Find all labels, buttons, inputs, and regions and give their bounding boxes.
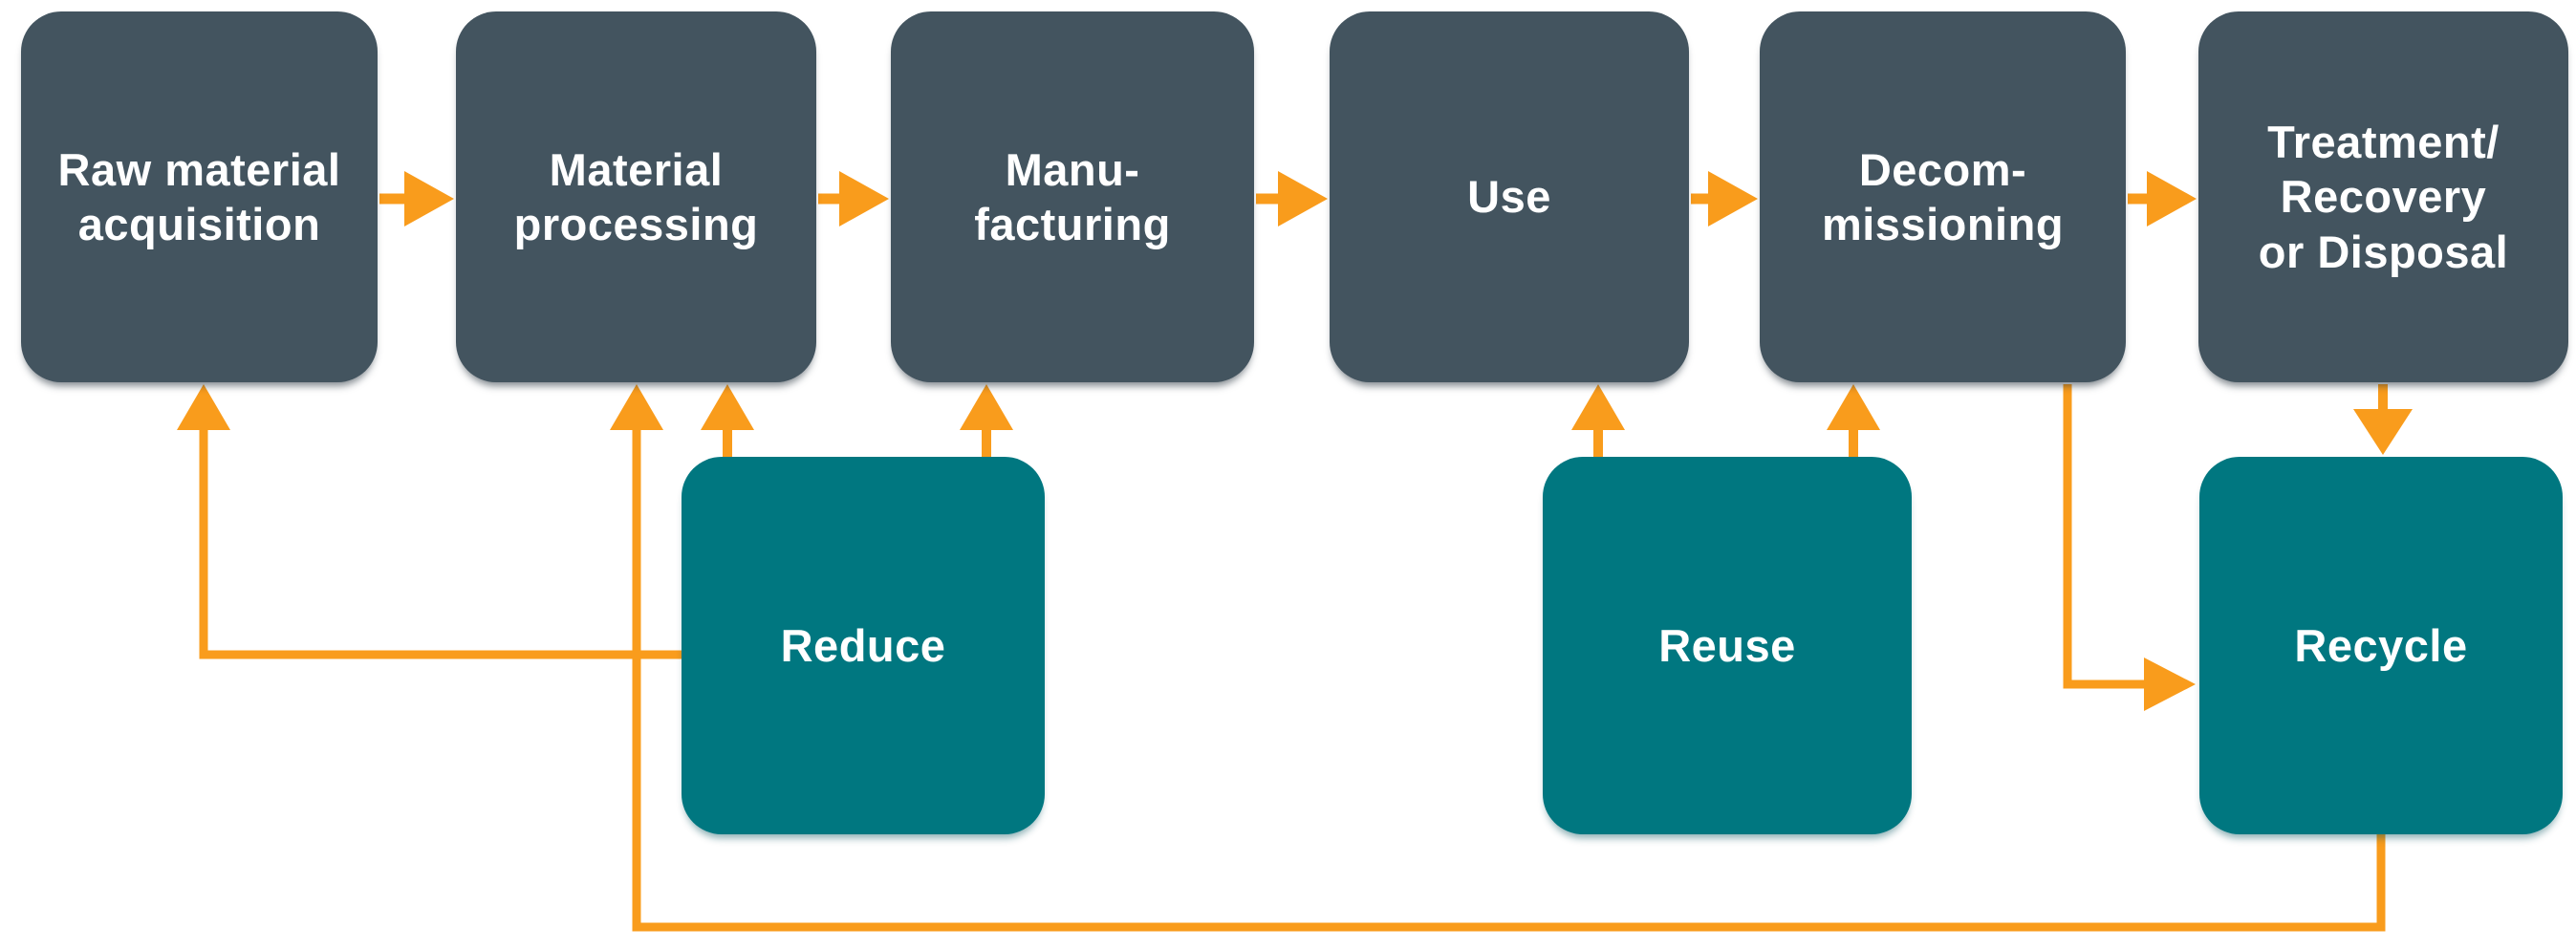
stage-manufacturing: Manu- facturing bbox=[891, 11, 1254, 382]
arrow-reuse-to-decommissioning bbox=[1827, 384, 1880, 462]
flow-arrow-decommissioning-to-treatment bbox=[2128, 171, 2197, 226]
flow-arrow-material-to-manufacturing bbox=[818, 171, 889, 226]
strategy-reuse: Reuse bbox=[1543, 457, 1912, 834]
stage-decommissioning: Decom- missioning bbox=[1760, 11, 2126, 382]
arrow-recycle-to-material-processing bbox=[610, 384, 2386, 932]
stage-label: Manu- facturing bbox=[974, 143, 1171, 249]
stage-use: Use bbox=[1330, 11, 1689, 382]
strategy-recycle: Recycle bbox=[2199, 457, 2563, 834]
stage-label: Use bbox=[1467, 171, 1551, 223]
flow-arrow-manufacturing-to-use bbox=[1256, 171, 1328, 226]
strategy-label: Reuse bbox=[1658, 619, 1796, 671]
strategy-label: Reduce bbox=[780, 619, 946, 671]
stage-material-processing: Material processing bbox=[456, 11, 816, 382]
arrow-reduce-to-manufacturing bbox=[960, 384, 1013, 462]
arrow-decommissioning-to-recycle bbox=[2063, 384, 2196, 711]
arrow-reduce-to-material-processing bbox=[701, 384, 754, 462]
flow-arrow-use-to-decommissioning bbox=[1691, 171, 1758, 226]
stage-raw-material-acquisition: Raw material acquisition bbox=[21, 11, 378, 382]
stage-label: Material processing bbox=[513, 143, 759, 249]
strategy-reduce: Reduce bbox=[682, 457, 1045, 834]
stage-treatment-recovery-disposal: Treatment/ Recovery or Disposal bbox=[2198, 11, 2568, 382]
strategy-label: Recycle bbox=[2294, 619, 2468, 671]
stage-label: Treatment/ Recovery or Disposal bbox=[2258, 117, 2509, 277]
stage-label: Raw material acquisition bbox=[57, 143, 341, 249]
arrow-reuse-to-use bbox=[1571, 384, 1625, 462]
arrow-reduce-to-raw-material bbox=[177, 384, 682, 659]
stage-label: Decom- missioning bbox=[1821, 143, 2065, 249]
arrow-treatment-to-recycle bbox=[2353, 384, 2413, 455]
flow-arrow-raw-to-material bbox=[379, 171, 454, 226]
